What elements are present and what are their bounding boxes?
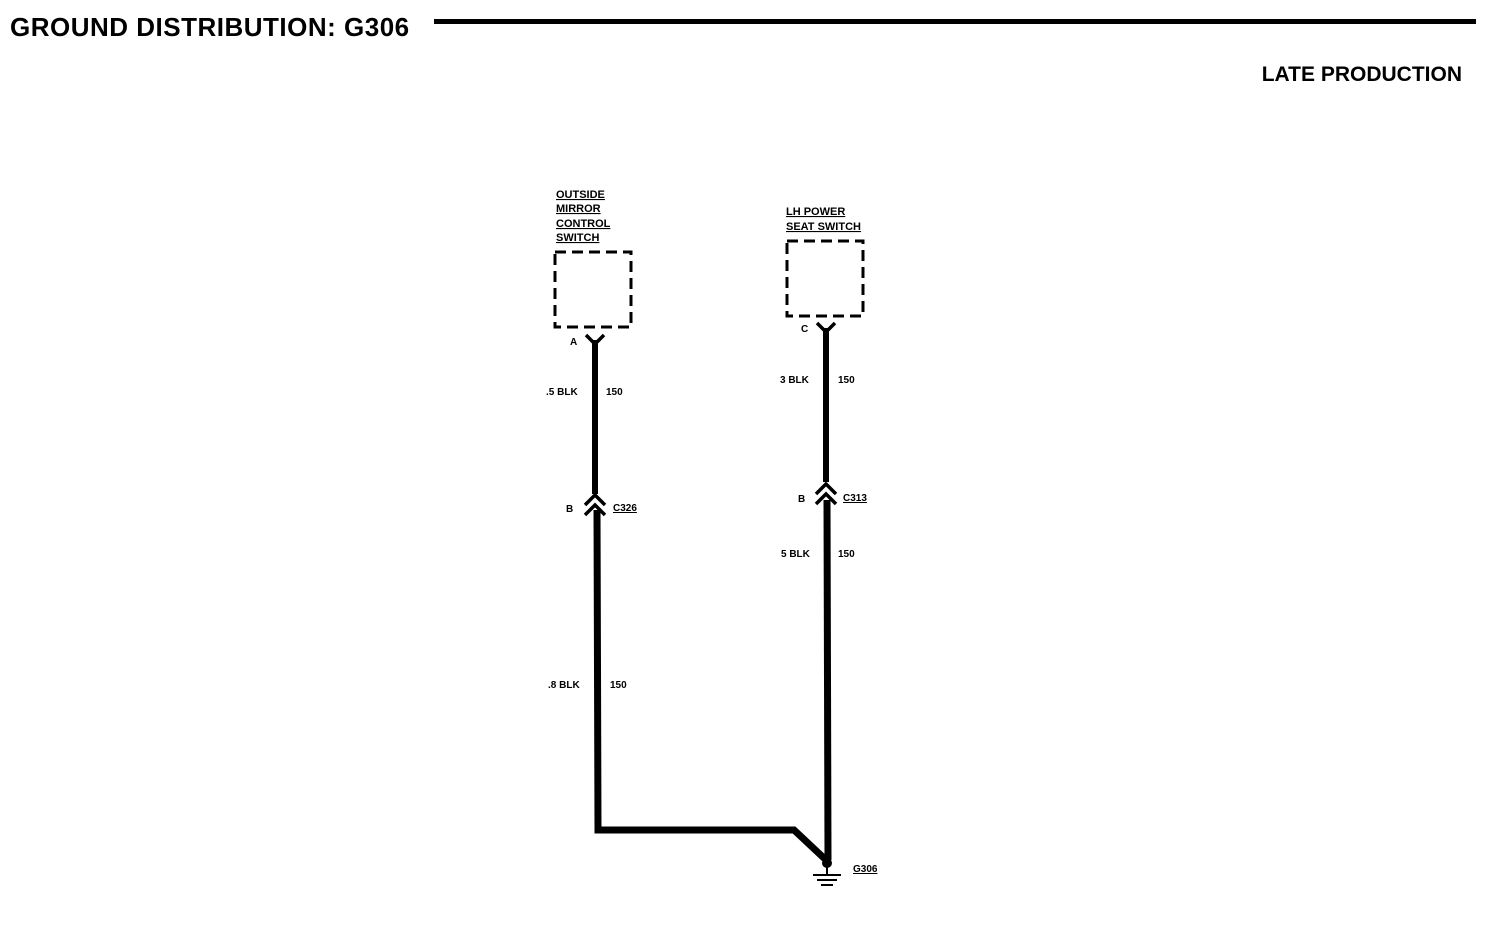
- wire-left-upper-circuit: 150: [606, 387, 623, 398]
- wire-right-lower-circuit: 150: [838, 549, 855, 560]
- wire-right-lower-size-color: 5 BLK: [781, 549, 811, 560]
- mirror-switch-name-line-1: OUTSIDE: [556, 189, 605, 201]
- connector-c313-pin-label: B: [798, 494, 805, 505]
- seat-switch-box: [785, 239, 865, 318]
- mirror-switch-name-line-2: MIRROR: [556, 203, 601, 215]
- seat-switch-component: LH POWER SEAT SWITCH C: [785, 206, 865, 335]
- ground-splice-dot: [822, 858, 832, 868]
- connector-c326-lower-chevron: [583, 502, 607, 517]
- wire-left-upper-size-color: .5 BLK: [546, 387, 578, 398]
- wire-left-lower: [593, 509, 829, 863]
- wire-right-upper-circuit: 150: [838, 375, 855, 386]
- connector-c313-upper-chevron: [814, 481, 838, 496]
- seat-switch-name-line-2: SEAT SWITCH: [786, 221, 861, 233]
- mirror-switch-name-line-4: SWITCH: [556, 232, 599, 244]
- connector-c326-upper-chevron: [583, 492, 607, 507]
- mirror-switch-name-line-3: CONTROL: [556, 218, 611, 230]
- connector-c313: B C313: [798, 481, 867, 506]
- connector-c326-pin-label: B: [566, 504, 573, 515]
- production-subtitle: LATE PRODUCTION: [1261, 63, 1462, 86]
- ground-g306: G306: [813, 858, 878, 886]
- mirror-switch-box: [553, 250, 633, 329]
- wire-left-lower-size-color: .8 BLK: [548, 680, 580, 691]
- connector-c326: B C326: [566, 492, 637, 517]
- seat-switch-name-line-1: LH POWER: [786, 206, 845, 218]
- mirror-switch-pin-label: A: [570, 337, 577, 348]
- ground-name: G306: [853, 864, 878, 875]
- connector-c313-name: C313: [843, 493, 867, 504]
- wire-right-upper-size-color: 3 BLK: [780, 375, 810, 386]
- wire-right-lower: [823, 499, 832, 861]
- mirror-switch-component: OUTSIDE MIRROR CONTROL SWITCH A: [553, 189, 633, 348]
- page-title: GROUND DISTRIBUTION: G306: [10, 12, 410, 42]
- connector-c313-lower-chevron: [814, 491, 838, 506]
- seat-switch-pin-label: C: [801, 324, 808, 335]
- connector-c326-name: C326: [613, 503, 637, 514]
- wire-left-lower-circuit: 150: [610, 680, 627, 691]
- header-rule: [434, 19, 1476, 24]
